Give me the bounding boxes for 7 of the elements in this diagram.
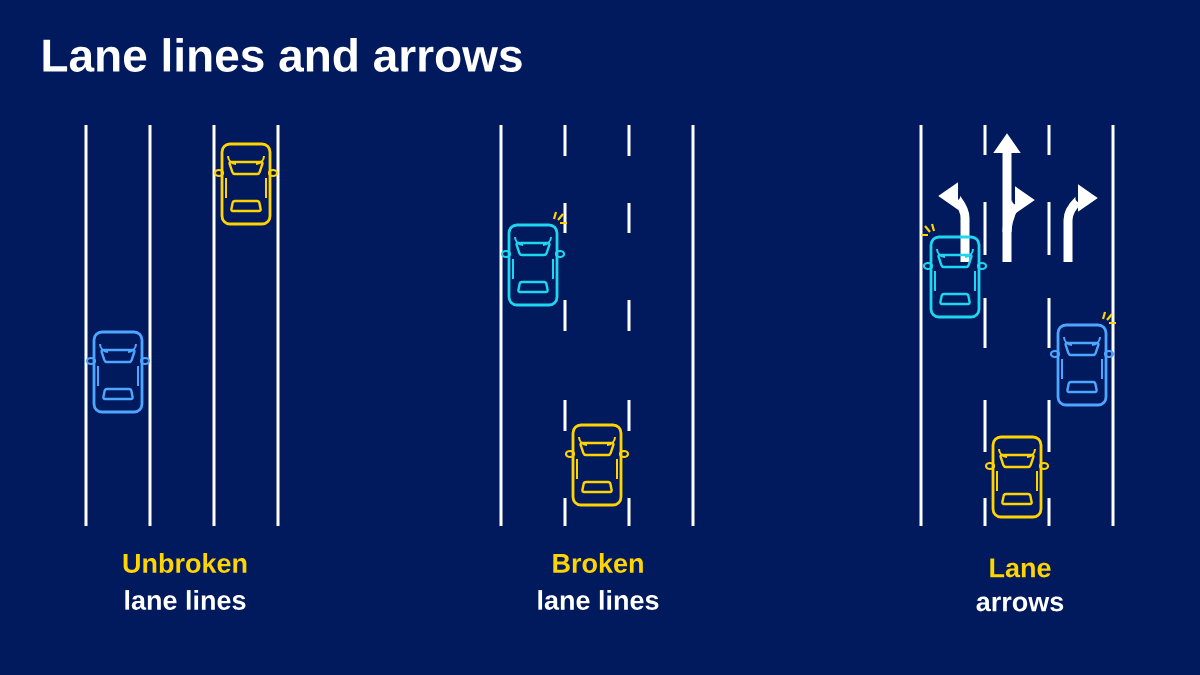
- caption: arrows: [976, 596, 1064, 612]
- caption: lane lines: [538, 590, 659, 610]
- caption: Lane: [990, 558, 1051, 578]
- caption: lane lines: [125, 590, 246, 610]
- caption: Unbroken: [123, 553, 247, 573]
- caption: Broken: [553, 553, 643, 573]
- title: Lane lines and arrows: [43, 38, 522, 72]
